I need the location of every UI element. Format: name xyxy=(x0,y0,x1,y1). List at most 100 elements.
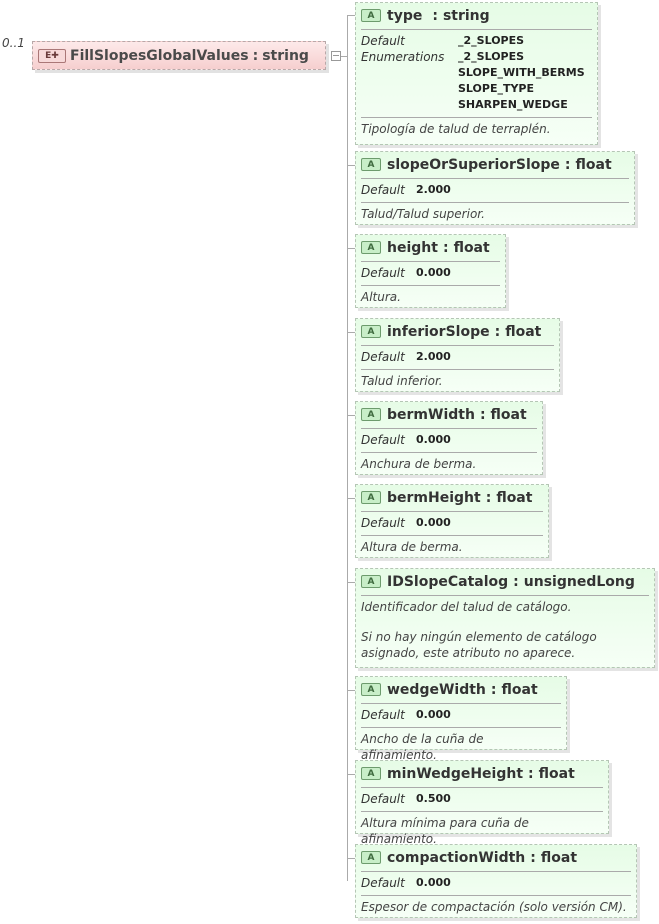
attribute-type-name: float xyxy=(505,323,542,340)
attribute-bermHeight[interactable]: A bermHeight : float Default 0.000 Altur… xyxy=(355,484,549,558)
attribute-type-name: unsignedLong xyxy=(523,573,635,590)
attribute-type-name: float xyxy=(575,156,612,173)
type-separator: : xyxy=(432,7,438,24)
element-type-separator: : xyxy=(252,47,259,64)
type-separator: : xyxy=(564,156,571,173)
enum-value: SHARPEN_WEDGE xyxy=(458,98,568,111)
divider xyxy=(361,178,629,179)
divider xyxy=(361,727,561,728)
default-value: 0.000 xyxy=(416,266,451,279)
attribute-type-name: float xyxy=(501,681,538,698)
attribute-IDSlopeCatalog[interactable]: A IDSlopeCatalog : unsignedLong Identifi… xyxy=(355,568,655,668)
attribute-type-name: float xyxy=(538,765,575,782)
type-separator: : xyxy=(442,239,449,256)
divider xyxy=(361,871,631,872)
divider xyxy=(361,787,603,788)
default-value: 0.000 xyxy=(416,876,451,889)
default-value: 0.000 xyxy=(416,433,451,446)
attribute-icon: A xyxy=(361,491,381,504)
attribute-icon: A xyxy=(361,575,381,588)
divider xyxy=(361,811,603,812)
attribute-type-name: float xyxy=(490,406,527,423)
attribute-type[interactable]: A type : string Default _2_SLOPES Enumer… xyxy=(355,2,598,145)
divider xyxy=(361,369,554,370)
attribute-icon: A xyxy=(361,767,381,780)
attribute-doc: Talud/Talud superior. xyxy=(361,207,485,221)
default-label: Default xyxy=(361,183,405,197)
attribute-trunk-line xyxy=(347,15,348,881)
type-separator: : xyxy=(490,681,497,698)
attribute-name: type xyxy=(387,7,423,24)
enum-value: SLOPE_TYPE xyxy=(458,82,535,95)
attribute-minWedgeHeight[interactable]: A minWedgeHeight : float Default 0.500 A… xyxy=(355,760,609,846)
type-separator: : xyxy=(479,406,486,423)
default-value: 2.000 xyxy=(416,350,451,363)
attribute-doc: Espesor de compactación (solo versión CM… xyxy=(361,900,627,914)
divider xyxy=(361,261,500,262)
attribute-doc: Altura de berma. xyxy=(361,540,463,554)
attribute-connector xyxy=(347,498,355,499)
divider xyxy=(361,703,561,704)
attribute-connector xyxy=(347,165,355,166)
attribute-compactionWidth[interactable]: A compactionWidth : float Default 0.000 … xyxy=(355,844,637,918)
enum-value: SLOPE_WITH_BERMS xyxy=(458,66,585,79)
attribute-doc: Ancho de la cuña de afinamiento. xyxy=(361,732,484,762)
attribute-icon: A xyxy=(361,9,381,22)
default-label: Default xyxy=(361,708,405,722)
attribute-slopeOrSuperiorSlope[interactable]: A slopeOrSuperiorSlope : float Default 2… xyxy=(355,151,635,225)
default-label: Default xyxy=(361,34,405,48)
element-type: string xyxy=(262,47,309,64)
attribute-icon: A xyxy=(361,683,381,696)
attribute-connector xyxy=(347,858,355,859)
default-value: 2.000 xyxy=(416,183,451,196)
attribute-doc: Tipología de talud de terraplén. xyxy=(361,122,551,136)
type-separator: : xyxy=(530,849,536,866)
attribute-type-name: float xyxy=(540,849,578,866)
attribute-height[interactable]: A height : float Default 0.000 Altura. xyxy=(355,234,506,308)
divider xyxy=(361,202,629,203)
attribute-name: slopeOrSuperiorSlope xyxy=(387,156,560,173)
divider xyxy=(361,285,500,286)
element-name: FillSlopesGlobalValues xyxy=(70,47,249,64)
divider xyxy=(361,895,631,896)
default-label: Default xyxy=(361,433,405,447)
default-value: 0.500 xyxy=(416,792,451,805)
attribute-icon: A xyxy=(361,408,381,421)
attribute-doc: Altura. xyxy=(361,290,401,304)
divider xyxy=(361,452,537,453)
attribute-name: IDSlopeCatalog xyxy=(387,573,509,590)
divider xyxy=(361,29,592,30)
attribute-connector xyxy=(347,332,355,333)
attribute-wedgeWidth[interactable]: A wedgeWidth : float Default 0.000 Ancho… xyxy=(355,676,567,762)
divider xyxy=(361,428,537,429)
attribute-type-name: string xyxy=(442,7,490,24)
attribute-connector xyxy=(347,582,355,583)
type-separator: : xyxy=(513,573,519,590)
attribute-bermWidth[interactable]: A bermWidth : float Default 0.000 Anchur… xyxy=(355,401,543,475)
collapse-toggle-icon[interactable] xyxy=(331,51,341,61)
attribute-icon: A xyxy=(361,158,381,171)
element-icon: E✚ xyxy=(38,48,66,63)
enumerations-label: Enumerations xyxy=(361,50,445,64)
type-separator: : xyxy=(485,489,492,506)
attribute-connector xyxy=(347,415,355,416)
type-separator: : xyxy=(494,323,501,340)
attribute-doc: Anchura de berma. xyxy=(361,457,477,471)
attribute-inferiorSlope[interactable]: A inferiorSlope : float Default 2.000 Ta… xyxy=(355,318,560,392)
attribute-icon: A xyxy=(361,241,381,254)
default-label: Default xyxy=(361,350,405,364)
connector-line xyxy=(341,56,347,57)
attribute-name: wedgeWidth xyxy=(387,681,486,698)
default-value: 0.000 xyxy=(416,708,451,721)
divider xyxy=(361,535,543,536)
attribute-doc: Identificador del talud de catálogo. Si … xyxy=(361,600,597,660)
divider xyxy=(361,595,649,596)
element-node[interactable]: E✚ FillSlopesGlobalValues : string xyxy=(32,41,326,70)
attribute-name: height xyxy=(387,239,438,256)
attribute-doc: Altura mínima para cuña de afinamiento. xyxy=(361,816,529,846)
default-value: 0.000 xyxy=(416,516,451,529)
default-label: Default xyxy=(361,266,405,280)
attribute-name: compactionWidth xyxy=(387,849,526,866)
attribute-type-name: float xyxy=(453,239,490,256)
attribute-connector xyxy=(347,690,355,691)
